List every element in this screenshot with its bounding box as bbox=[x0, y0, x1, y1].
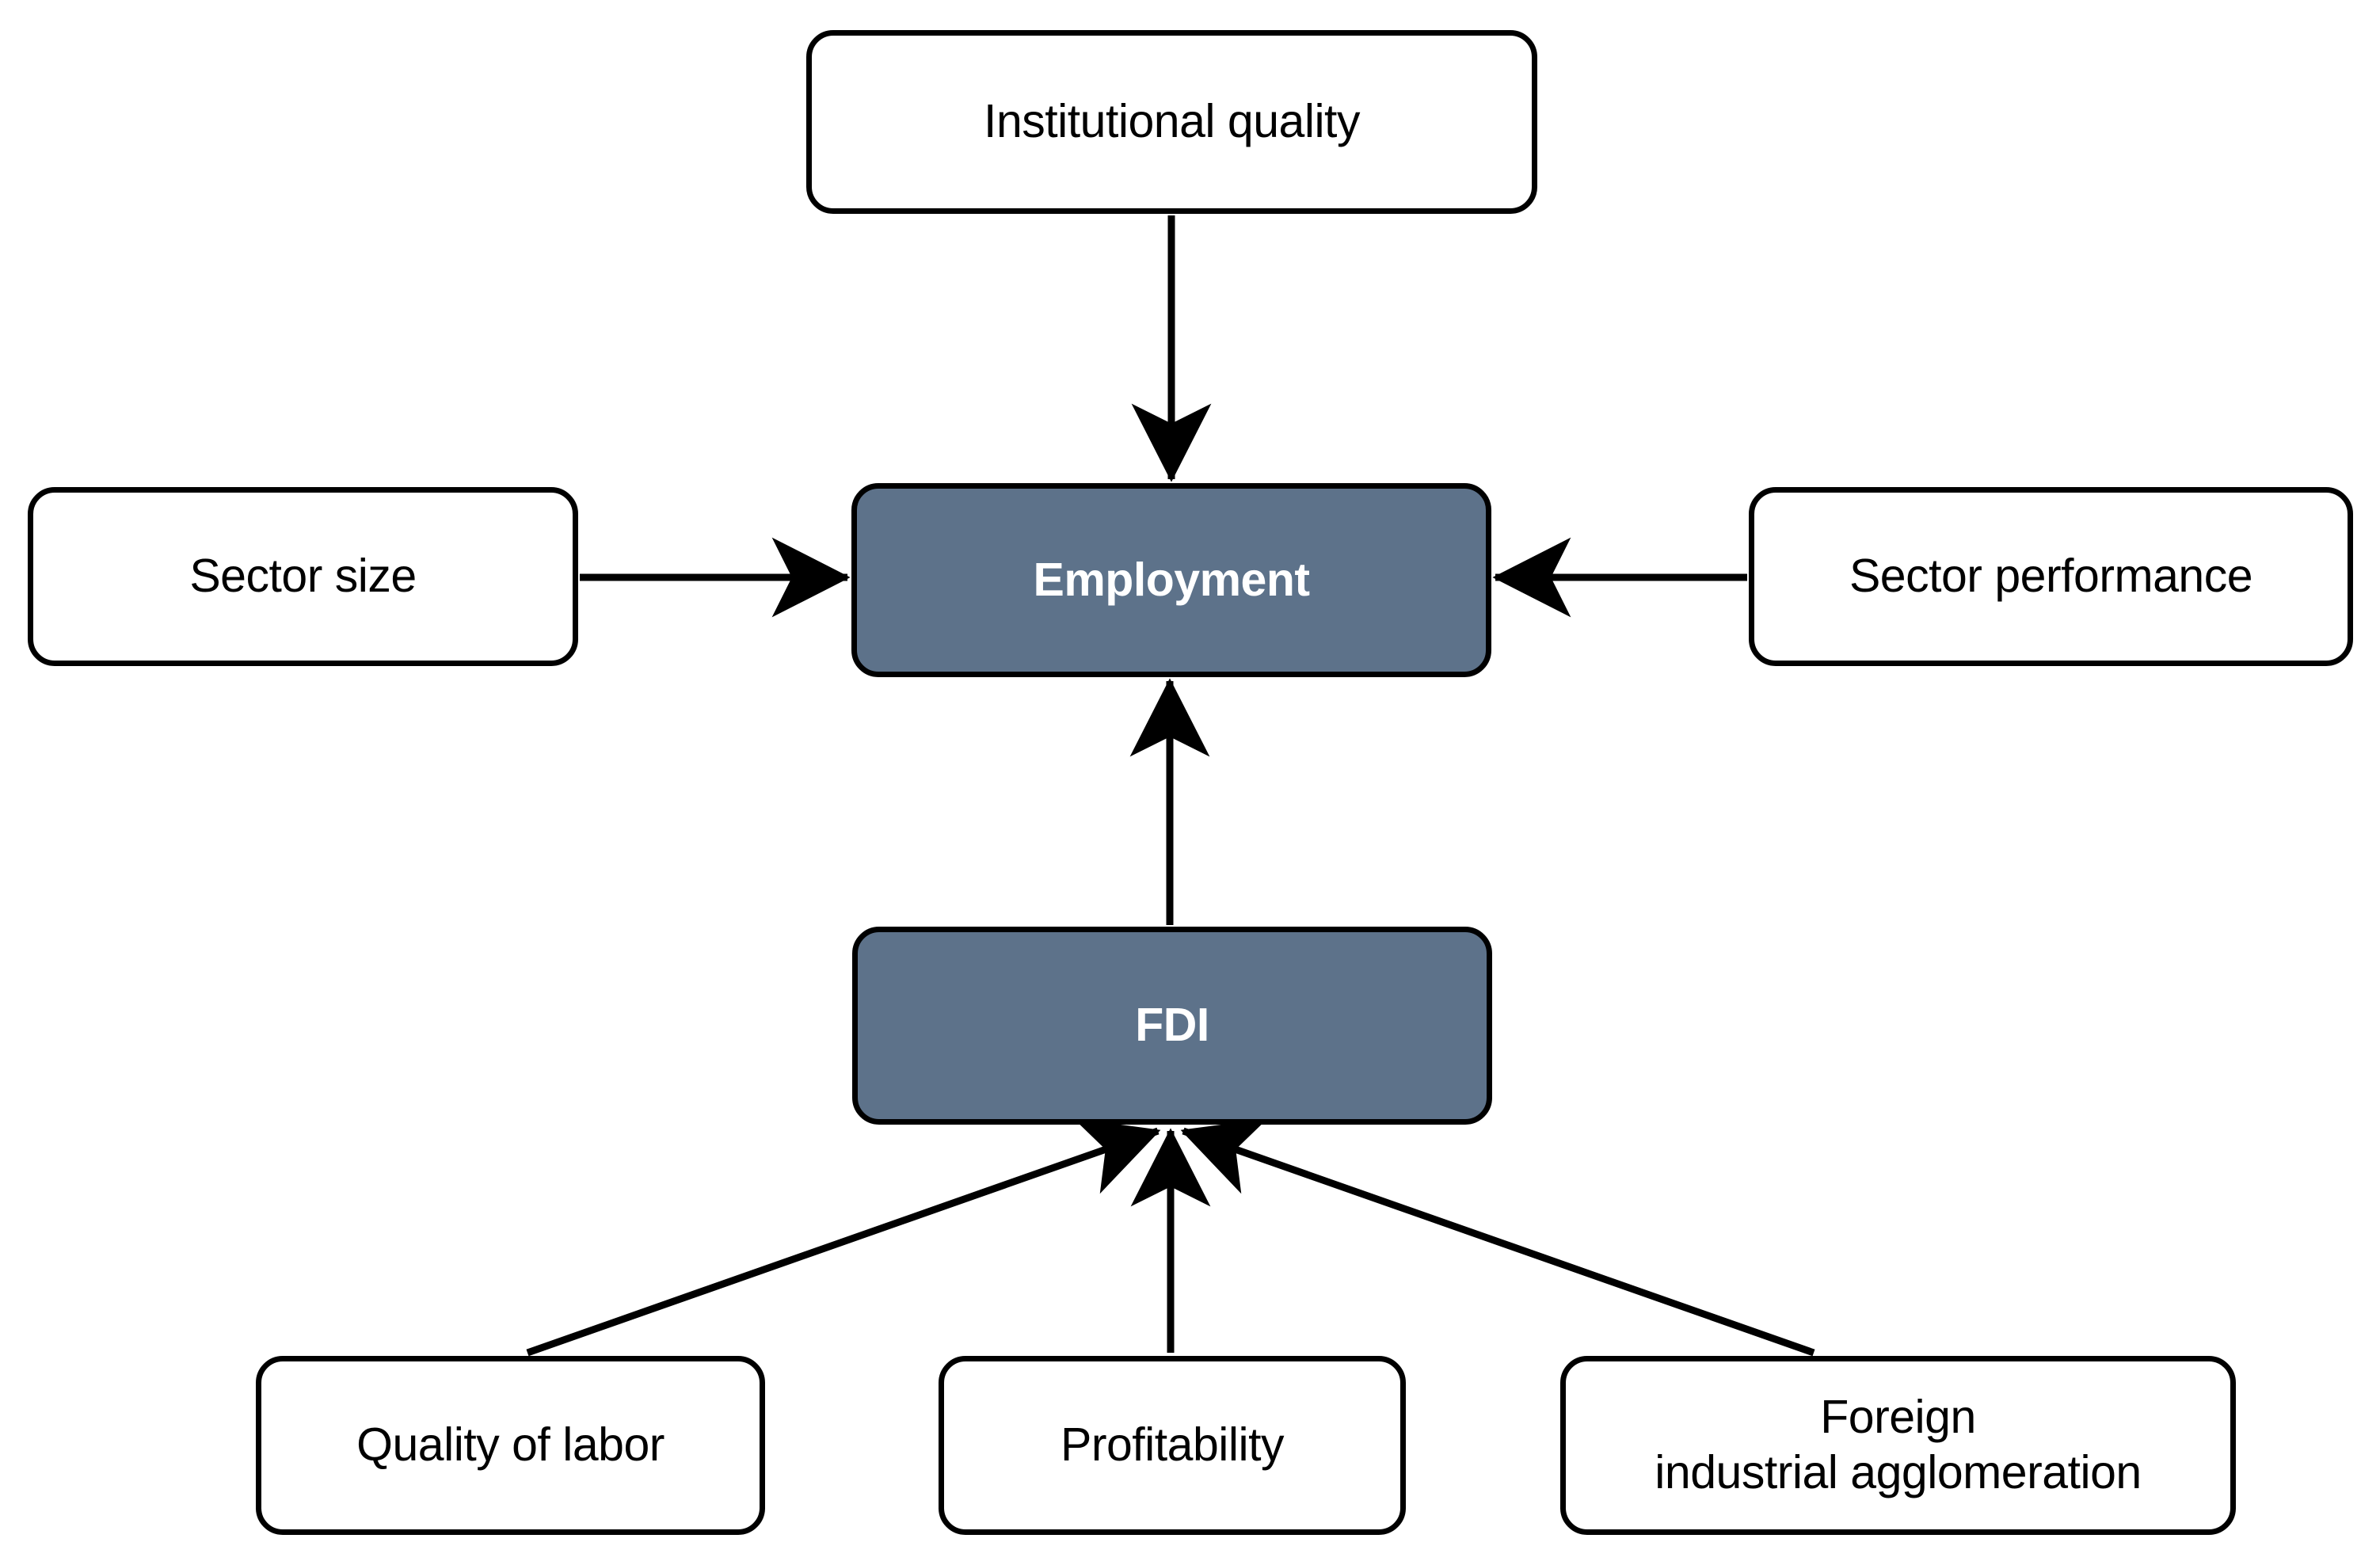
node-institutional-quality-label: Institutional quality bbox=[984, 95, 1360, 148]
node-sector-performance[interactable]: Sector performance bbox=[1749, 487, 2353, 666]
node-fdi[interactable]: FDI bbox=[852, 927, 1492, 1125]
node-employment-label: Employment bbox=[1033, 553, 1310, 606]
edge-quality-of-labor-to-fdi bbox=[526, 1118, 1161, 1357]
edge-foreign-industrial-agglomeration-to-fdi bbox=[1180, 1118, 1815, 1357]
node-profitability[interactable]: Profitability bbox=[939, 1356, 1406, 1535]
node-profitability-label: Profitability bbox=[1060, 1418, 1285, 1472]
node-foreign-industrial-agglomeration-label: Foreign industrial agglomeration bbox=[1655, 1391, 2142, 1498]
node-fdi-label: FDI bbox=[1135, 999, 1209, 1052]
node-sector-size[interactable]: Sector size bbox=[28, 487, 578, 666]
node-sector-size-label: Sector size bbox=[189, 550, 417, 603]
node-quality-of-labor[interactable]: Quality of labor bbox=[256, 1356, 765, 1535]
node-institutional-quality[interactable]: Institutional quality bbox=[806, 30, 1537, 214]
node-sector-performance-label: Sector performance bbox=[1849, 550, 2253, 603]
node-foreign-industrial-agglomeration[interactable]: Foreign industrial agglomeration bbox=[1560, 1356, 2236, 1535]
node-quality-of-labor-label: Quality of labor bbox=[356, 1418, 664, 1472]
node-employment[interactable]: Employment bbox=[851, 483, 1491, 677]
